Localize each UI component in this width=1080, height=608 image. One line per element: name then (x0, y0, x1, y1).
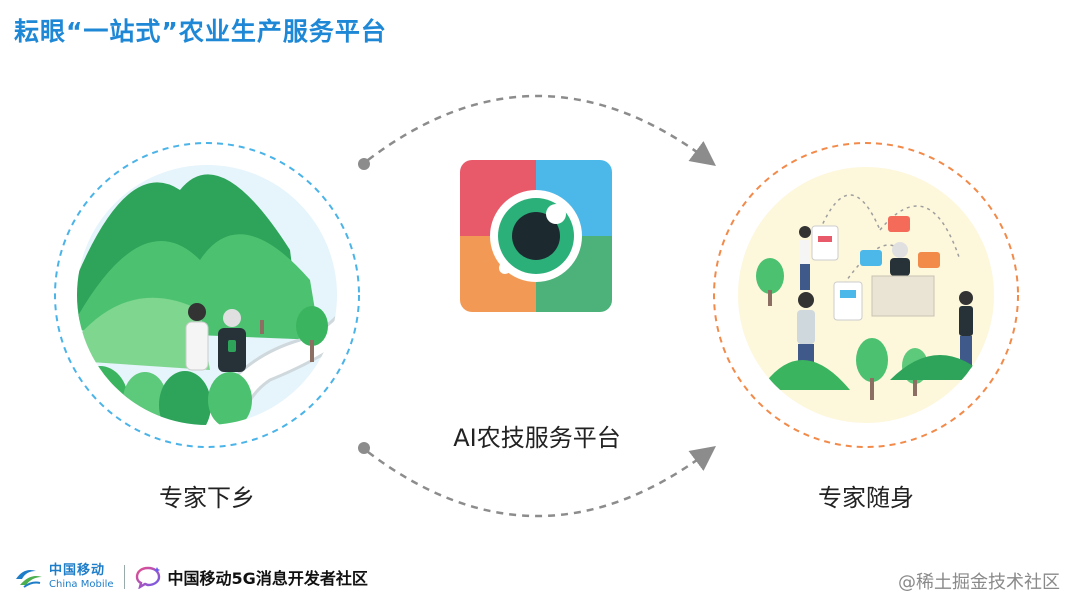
footer-branding: 中国移动 China Mobile 中国移动5G消息开发者社区 (14, 562, 368, 592)
top-flow-arrow (358, 94, 717, 170)
bottom-flow-arrow (358, 442, 717, 518)
center-node-label: AI农技服务平台 (453, 424, 621, 452)
china-mobile-logo: 中国移动 China Mobile (14, 564, 114, 590)
ai-app-icon (460, 160, 612, 312)
community-name: 中国移动5G消息开发者社区 (167, 569, 368, 588)
experts-on-the-go-illustration (713, 142, 1019, 448)
brand-name-en: China Mobile (49, 579, 114, 590)
chat-bubble-icon (135, 566, 160, 589)
watermark: @稀土掘金技术社区 (898, 572, 1060, 593)
footer-divider (123, 565, 125, 589)
left-node-label: 专家下乡 (159, 484, 255, 512)
experts-to-countryside-illustration (54, 142, 360, 448)
developer-community: 中国移动5G消息开发者社区 (135, 565, 368, 589)
china-mobile-swirl-icon (16, 570, 42, 588)
brand-name-cn: 中国移动 (49, 563, 106, 578)
page-title: 耘眼“一站式”农业生产服务平台 (14, 17, 387, 46)
right-node-label: 专家随身 (818, 484, 914, 512)
